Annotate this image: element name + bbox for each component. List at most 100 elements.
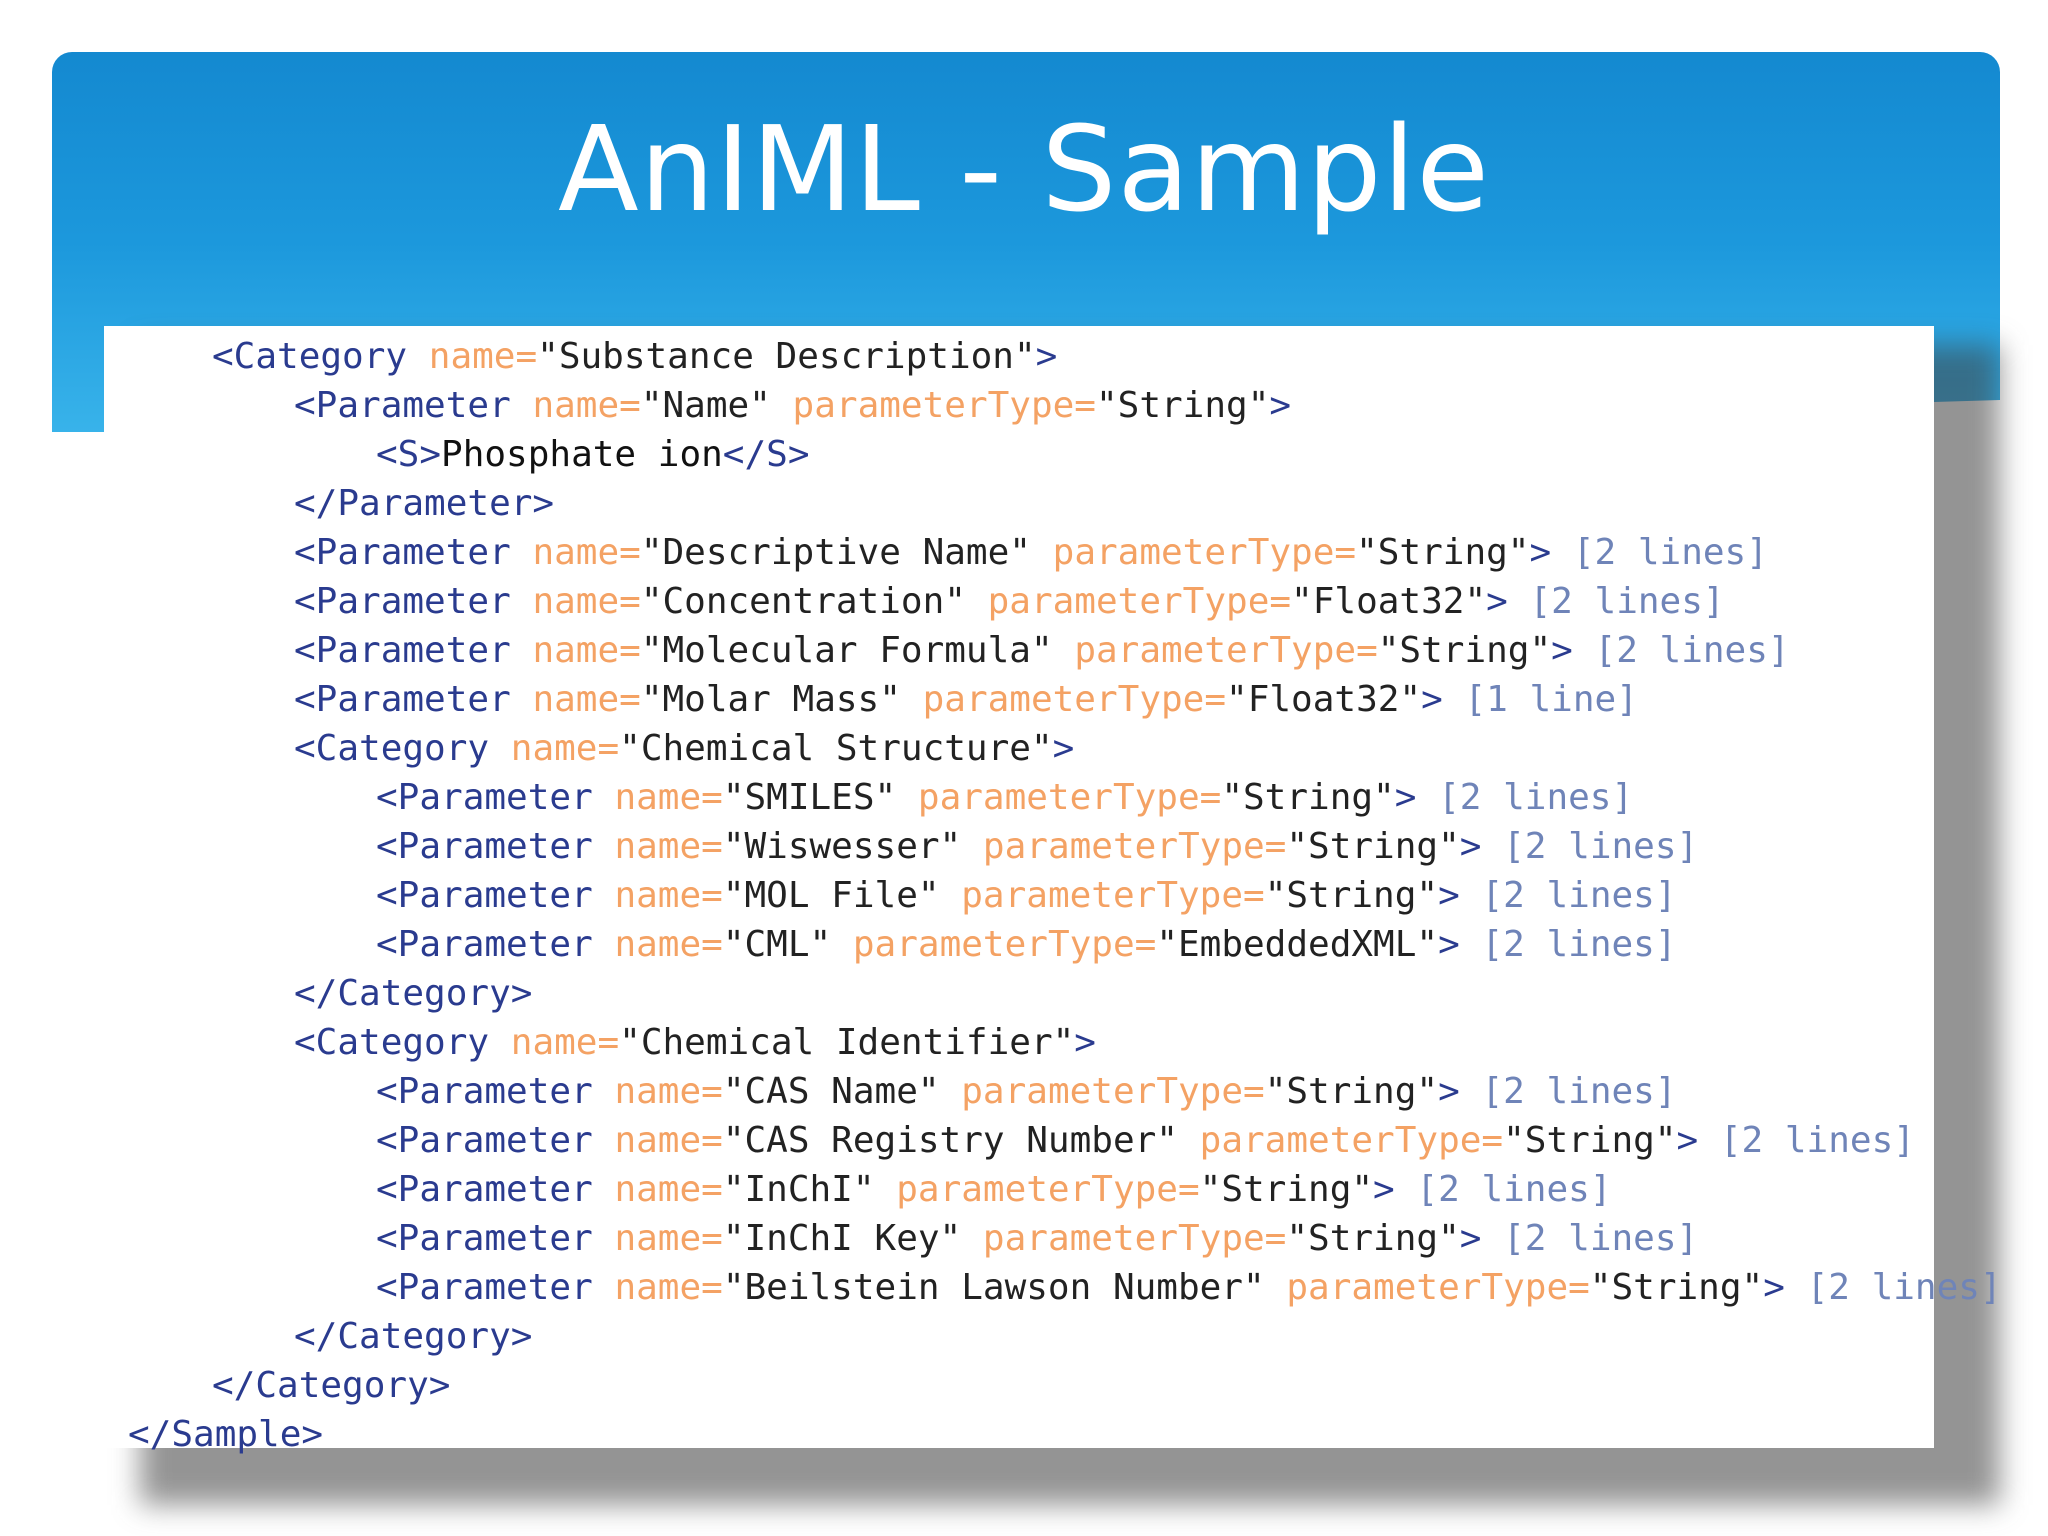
space: [593, 875, 615, 916]
fold-marker: [2 lines]: [1481, 924, 1677, 965]
xml-attribute: parameterType=: [1199, 1120, 1504, 1161]
xml-value: "InChI": [722, 1169, 875, 1210]
xml-attribute: parameterType=: [987, 581, 1292, 622]
xml-tag: <Parameter: [294, 630, 511, 671]
xml-attribute: parameterType=: [982, 1218, 1287, 1259]
xml-value: "InChI Key": [722, 1218, 962, 1259]
xml-tag: >: [1438, 1071, 1460, 1112]
space: [593, 1120, 615, 1161]
xml-tag: <Parameter: [376, 1071, 593, 1112]
xml-tag: </Sample>: [128, 1414, 324, 1455]
xml-tag: <Category: [294, 728, 490, 769]
xml-tag: >: [1394, 777, 1417, 818]
space: [511, 630, 533, 671]
space: [511, 532, 533, 573]
xml-tag: </S>: [722, 434, 810, 475]
code-line: </Category>: [104, 1312, 2002, 1361]
xml-value: "String": [1095, 385, 1270, 426]
fold-marker: [2 lines]: [1503, 1218, 1699, 1259]
space: [901, 679, 923, 720]
space: [961, 1218, 983, 1259]
space: [1443, 679, 1465, 720]
xml-value: "Chemical Structure": [619, 728, 1053, 769]
xml-attribute: parameterType=: [917, 777, 1222, 818]
space: [511, 679, 533, 720]
xml-tag: >: [1459, 1218, 1482, 1259]
xml-tag: <Parameter: [376, 826, 593, 867]
xml-tag: <Category: [294, 1022, 490, 1063]
xml-value: "CAS Name": [722, 1071, 940, 1112]
xml-value: "CAS Registry Number": [722, 1120, 1178, 1161]
code-line: <Parameter name="Wiswesser" parameterTyp…: [104, 822, 2002, 871]
code-line: <Parameter name="Name" parameterType="St…: [104, 381, 2002, 430]
xml-value: "Wiswesser": [722, 826, 962, 867]
code-line: </Category>: [104, 1361, 2002, 1410]
xml-text: Phosphate ion: [441, 434, 723, 475]
xml-attribute: name=: [614, 924, 723, 965]
fold-marker: [2 lines]: [1529, 581, 1725, 622]
fold-marker: [2 lines]: [1572, 532, 1768, 573]
space: [940, 1071, 962, 1112]
xml-attribute: name=: [532, 581, 641, 622]
xml-attribute: name=: [614, 875, 723, 916]
code-line: <Parameter name="InChI Key" parameterTyp…: [104, 1214, 2002, 1263]
space: [593, 1071, 615, 1112]
space: [1460, 924, 1482, 965]
xml-attribute: name=: [614, 1218, 723, 1259]
xml-tag: >: [1421, 679, 1443, 720]
code-line: <Parameter name="Descriptive Name" param…: [104, 528, 2002, 577]
fold-marker: [2 lines]: [1481, 1071, 1677, 1112]
code-line: <Parameter name="SMILES" parameterType="…: [104, 773, 2002, 822]
xml-value: "String": [1221, 777, 1395, 818]
xml-tag: >: [1052, 728, 1075, 769]
xml-value: "Beilstein Lawson Number": [722, 1267, 1265, 1308]
space: [407, 336, 429, 377]
code-line: <Parameter name="CAS Name" parameterType…: [104, 1067, 2002, 1116]
xml-attribute: name=: [532, 385, 641, 426]
fold-marker: [2 lines]: [1503, 826, 1699, 867]
xml-value: "Float32": [1226, 679, 1422, 720]
space: [1265, 1267, 1287, 1308]
xml-tag: <Parameter: [294, 532, 511, 573]
fold-marker: [2 lines]: [1481, 875, 1677, 916]
code-line: <Parameter name="CML" parameterType="Emb…: [104, 920, 2002, 969]
space: [1416, 777, 1438, 818]
xml-value: "String": [1356, 532, 1530, 573]
space: [875, 1169, 897, 1210]
xml-value: "String": [1264, 1071, 1439, 1112]
xml-attribute: name=: [614, 1169, 723, 1210]
space: [489, 1022, 511, 1063]
xml-attribute: parameterType=: [1286, 1267, 1590, 1308]
code-line: <Parameter name="Concentration" paramete…: [104, 577, 2002, 626]
xml-value: "String": [1286, 1218, 1460, 1259]
xml-tag: >: [1459, 826, 1482, 867]
space: [966, 581, 988, 622]
xml-value: "String": [1377, 630, 1552, 671]
space: [1178, 1120, 1200, 1161]
xml-tag: >: [1438, 875, 1460, 916]
space: [896, 777, 918, 818]
fold-marker: [1 line]: [1464, 679, 1638, 720]
space: [961, 826, 983, 867]
code-line: <Parameter name="Molar Mass" parameterTy…: [104, 675, 2002, 724]
xml-attribute: parameterType=: [1052, 532, 1357, 573]
fold-marker: [2 lines]: [1806, 1267, 2002, 1308]
xml-tag: </Category>: [212, 1365, 451, 1406]
code-line: </Category>: [104, 969, 2002, 1018]
space: [593, 826, 615, 867]
space: [1573, 630, 1595, 671]
xml-value: "Float32": [1291, 581, 1487, 622]
code-line: <Parameter name="MOL File" parameterType…: [104, 871, 2002, 920]
xml-tag: >: [1676, 1120, 1699, 1161]
xml-attribute: name=: [614, 1071, 723, 1112]
space: [1053, 630, 1075, 671]
code-line: <Category name="Chemical Structure">: [104, 724, 2002, 773]
xml-value: "MOL File": [722, 875, 940, 916]
space: [1395, 1169, 1417, 1210]
xml-attribute: name=: [532, 532, 641, 573]
xml-tag: <Parameter: [376, 1218, 593, 1259]
xml-attribute: name=: [510, 1022, 620, 1063]
xml-tag: >: [1438, 924, 1460, 965]
xml-attribute: name=: [614, 1120, 723, 1161]
code-line: <Category name="Chemical Identifier">: [104, 1018, 2002, 1067]
